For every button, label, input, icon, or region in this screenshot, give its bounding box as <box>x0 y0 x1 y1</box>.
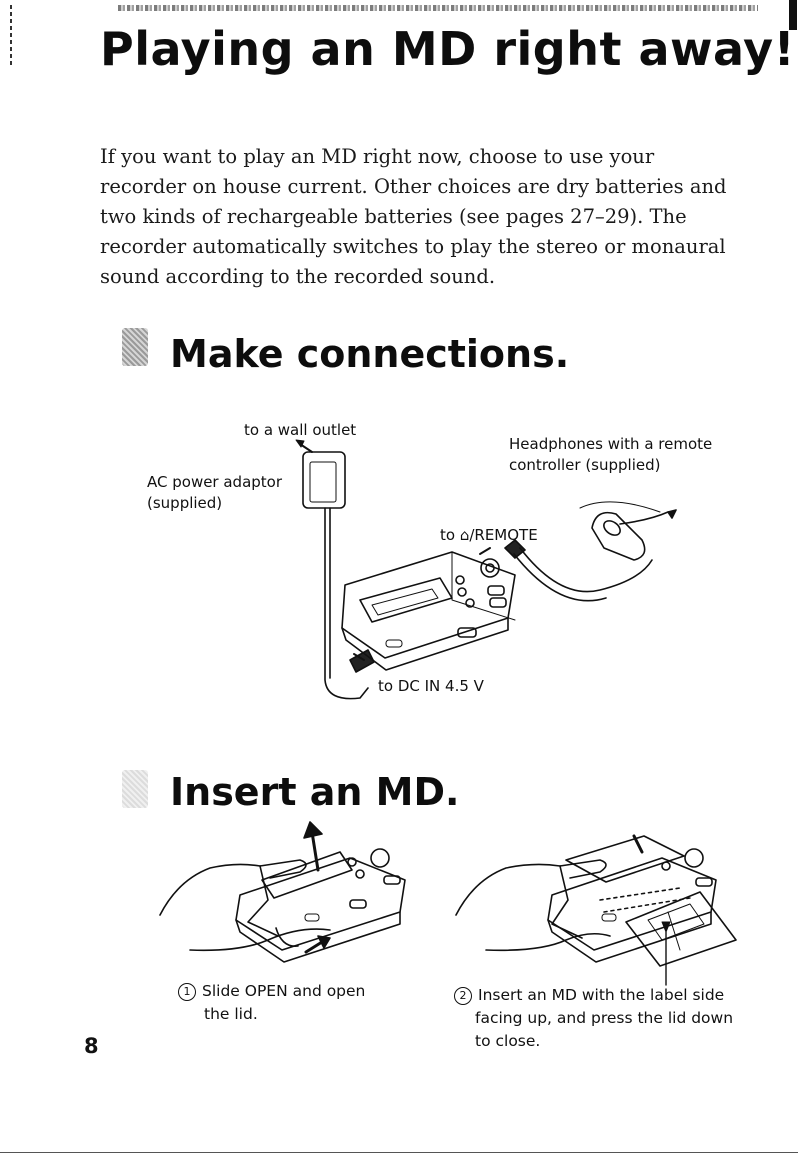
wall-outlet-label: to a wall outlet <box>244 421 357 439</box>
right-edge-bar <box>789 0 797 30</box>
remote-jack-label: to ⌂/REMOTE <box>440 526 538 544</box>
step-1-icon <box>122 328 148 366</box>
ac-adaptor-icon <box>302 451 346 509</box>
intro-paragraph: If you want to play an MD right now, cho… <box>100 145 727 288</box>
step-2-icon <box>122 770 148 808</box>
sub-step-2-number: 2 <box>454 987 472 1005</box>
headphones-label: Headphones with a remote controller (sup… <box>509 435 713 474</box>
slide-arrow-icon <box>310 830 320 872</box>
left-edge-mark <box>10 5 12 67</box>
dc-in-label: to DC IN 4.5 V <box>378 677 484 695</box>
md-disc-icon <box>625 891 737 967</box>
page-number: 8 <box>84 1034 99 1058</box>
remote-controller-icon <box>591 511 646 561</box>
top-border-band <box>118 5 758 11</box>
open-arrow-icon <box>304 940 324 954</box>
ac-adaptor-label: AC power adaptor (supplied) <box>147 473 283 512</box>
step-2-heading: Insert an MD. <box>170 770 460 814</box>
bottom-rule <box>0 1152 798 1153</box>
step-1-heading: Make connections. <box>170 332 570 376</box>
sub-step-1-number: 1 <box>178 983 196 1001</box>
page-title: Playing an MD right away! <box>100 22 796 76</box>
